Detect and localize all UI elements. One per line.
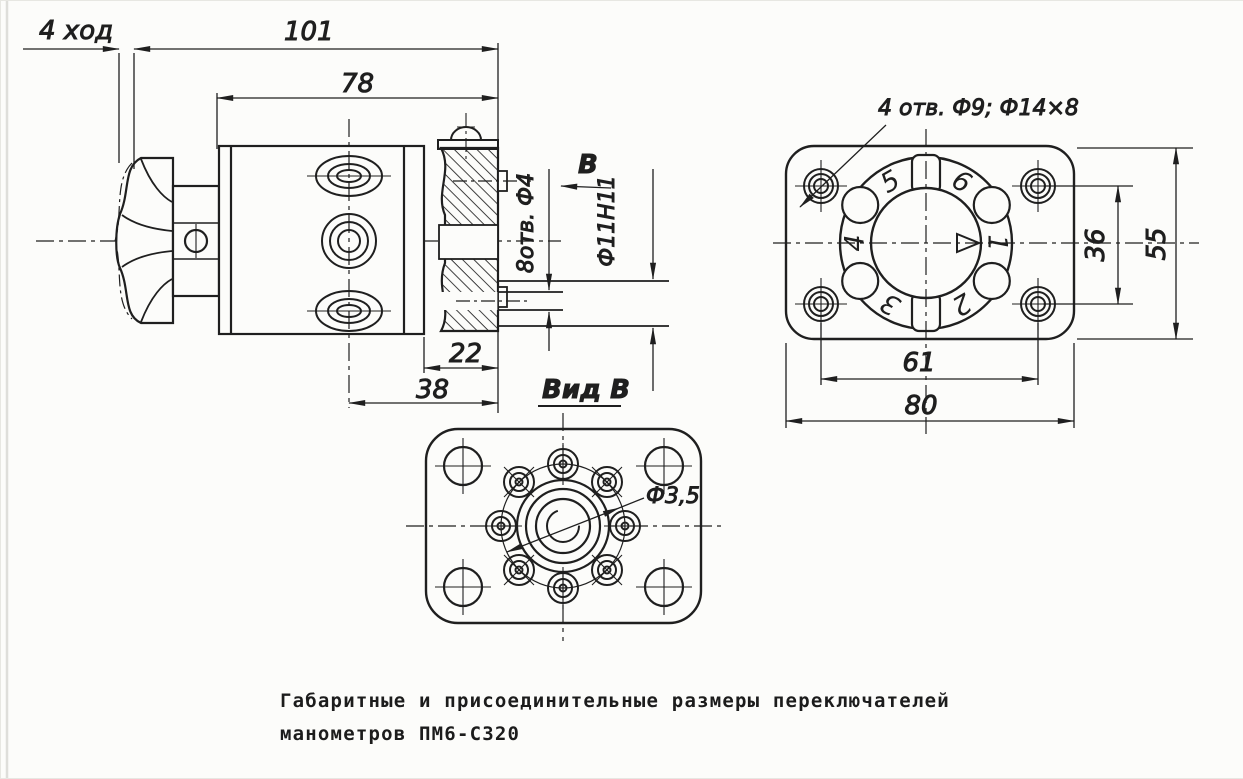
view-b: Вид В [406, 375, 723, 641]
front-view: 1 6 5 4 3 2 [773, 96, 1199, 434]
front-holes-label: 4 отв. Ф9; Ф14×8 [878, 96, 1079, 121]
dim-36-label: 36 [1081, 228, 1111, 261]
stud-lower [497, 286, 508, 308]
knob-side [114, 156, 175, 325]
neck [171, 184, 221, 298]
dim-80-label: 80 [904, 391, 937, 421]
drawing-caption: Габаритные и присоединительные размеры п… [280, 685, 1000, 751]
caption-line-1: Габаритные и присоединительные размеры п… [280, 690, 950, 712]
spool-window [438, 224, 499, 260]
dim-22-label: 22 [449, 339, 482, 369]
dim-38-label: 38 [416, 375, 449, 405]
caption-line-2: манометров ПМ6-С320 [280, 723, 521, 745]
body-ports [307, 119, 391, 408]
dim-61-label: 61 [902, 348, 935, 378]
view-b-title: Вид В [542, 375, 630, 405]
flange-section [438, 146, 669, 333]
view-direction-arrow [560, 183, 612, 190]
stroke-dim-label: 4 ход [39, 16, 113, 46]
bore-label: Ф11Н11 [595, 175, 620, 266]
dim-101-label: 101 [284, 17, 334, 47]
front-dimensions [785, 124, 1193, 428]
knob-pitch-centerline [114, 162, 133, 320]
dim-78-label: 78 [341, 69, 374, 99]
dim-55-label: 55 [1142, 227, 1172, 260]
view-b-corner-holes [435, 438, 692, 615]
holes-8-label: 8отв. Ф4 [514, 173, 539, 273]
side-dimensions [23, 43, 657, 413]
side-view: 4 ход 101 78 22 38 8отв. Ф4 Ф11Н11 В [23, 16, 669, 413]
small-holes [480, 443, 646, 609]
view-arrow-label: В [578, 150, 598, 180]
holes-leader [799, 124, 887, 208]
hole-dia-leader [506, 497, 645, 553]
hole-dia-label: Ф3,5 [646, 484, 700, 509]
